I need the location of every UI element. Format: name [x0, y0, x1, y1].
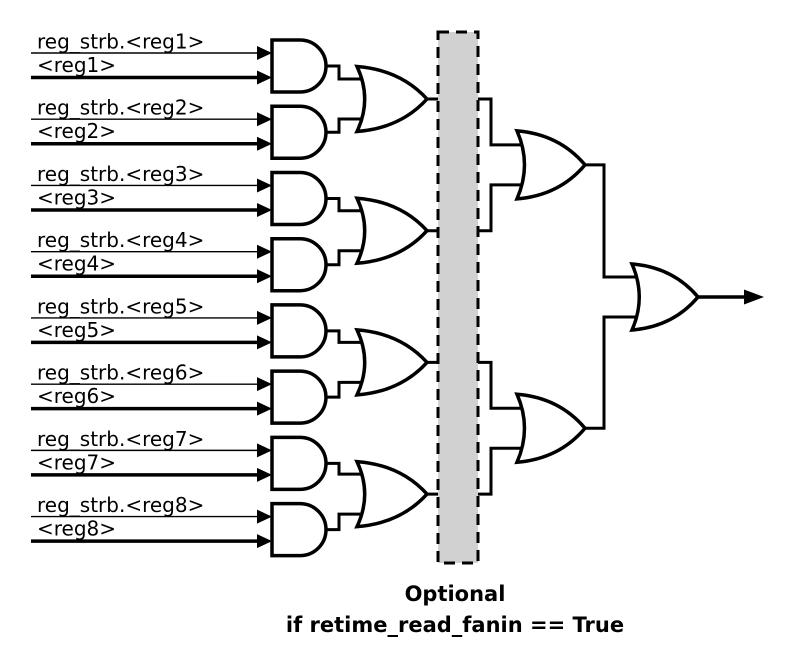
- caption: Optional if retime_read_fanin == True: [286, 582, 624, 637]
- optional-retime-boundary-box: [436, 30, 480, 565]
- wire-and3-to-or: [324, 196, 368, 213]
- input-arrowhead-value-4: [257, 269, 272, 284]
- input-arrowhead-strobe-7: [257, 443, 272, 458]
- input-label-strobe-7: reg_strb.<reg7>: [37, 427, 204, 451]
- or-gate-stage2-4: [354, 459, 430, 529]
- input-label-strobe-1: reg_strb.<reg1>: [37, 30, 204, 54]
- input-arrowhead-value-2: [257, 136, 272, 151]
- input-label-value-4: <reg4>: [37, 252, 116, 276]
- and-gate-7: [270, 435, 328, 492]
- or-gate-stage3-1: [514, 128, 588, 201]
- input-arrowhead-strobe-5: [257, 310, 272, 325]
- input-arrowhead-value-7: [257, 467, 272, 482]
- input-arrowhead-strobe-6: [257, 377, 272, 392]
- or-gate-stage3-2: [514, 392, 588, 465]
- or-gate-stage2-1: [354, 64, 430, 134]
- caption-line-condition: if retime_read_fanin == True: [286, 613, 624, 637]
- and-gate-5: [270, 303, 328, 359]
- wire-and4-to-or: [324, 249, 368, 267]
- wire-and2-to-or: [324, 117, 368, 134]
- and-gate-1: [270, 38, 328, 94]
- input-label-value-7: <reg7>: [37, 450, 116, 474]
- wire-and7-to-or: [324, 461, 368, 476]
- wire-and1-to-or: [324, 64, 368, 81]
- input-arrowhead-strobe-1: [257, 46, 272, 60]
- input-label-value-2: <reg2>: [37, 119, 116, 143]
- input-label-value-3: <reg3>: [37, 185, 116, 209]
- input-arrowhead-strobe-3: [257, 178, 272, 193]
- and-gate-2: [270, 104, 328, 160]
- wire-and8-to-or: [324, 512, 368, 532]
- input-label-strobe-3: reg_strb.<reg3>: [37, 162, 204, 186]
- input-label-value-5: <reg5>: [37, 318, 116, 342]
- input-label-strobe-2: reg_strb.<reg2>: [37, 96, 204, 120]
- input-arrowhead-value-5: [257, 335, 272, 350]
- or-gate-stage2-2: [354, 196, 430, 266]
- input-arrowhead-strobe-4: [257, 244, 272, 259]
- input-label-strobe-8: reg_strb.<reg8>: [37, 493, 204, 517]
- input-label-strobe-4: reg_strb.<reg4>: [37, 228, 204, 252]
- and-gate-3: [270, 170, 328, 227]
- or-gate-final: [629, 262, 701, 332]
- wire-and6-to-or: [324, 380, 368, 399]
- and-gate-8: [270, 501, 328, 558]
- or-gate-stage2-3: [354, 327, 430, 397]
- input-label-value-6: <reg6>: [37, 384, 116, 408]
- input-arrowhead-value-3: [257, 202, 272, 217]
- input-label-strobe-5: reg_strb.<reg5>: [37, 294, 204, 318]
- input-arrowhead-value-1: [257, 70, 272, 85]
- wire-or3-1-to-final: [583, 163, 645, 279]
- input-arrowhead-value-8: [257, 534, 272, 549]
- input-arrowhead-strobe-2: [257, 112, 272, 127]
- and-gate-4: [270, 236, 328, 293]
- input-label-value-1: <reg1>: [37, 53, 116, 77]
- input-label-value-8: <reg8>: [37, 517, 116, 541]
- input-arrowhead-value-6: [257, 401, 272, 416]
- wire-or3-2-to-final: [583, 315, 645, 430]
- caption-line-optional: Optional: [405, 582, 506, 606]
- input-label-strobe-6: reg_strb.<reg6>: [37, 361, 204, 385]
- wire-and5-to-or: [324, 329, 368, 344]
- input-arrowhead-strobe-8: [257, 509, 272, 524]
- output-arrowhead: [744, 289, 764, 305]
- and-gate-6: [270, 369, 328, 425]
